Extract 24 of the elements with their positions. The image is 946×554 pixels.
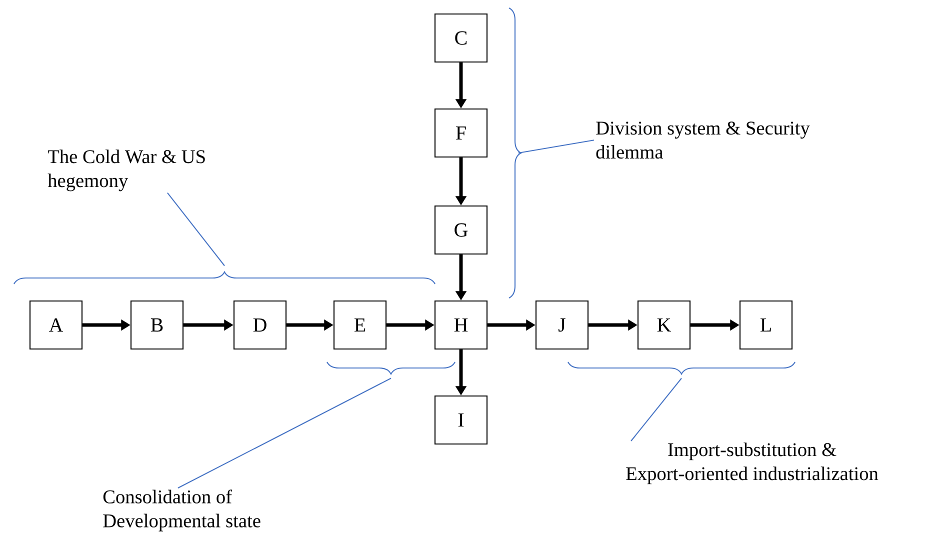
letter-box: K xyxy=(637,300,691,350)
letter-box: B xyxy=(130,300,184,350)
letter-box: A xyxy=(29,300,83,350)
letter-box: G xyxy=(434,205,488,255)
leader-line xyxy=(630,378,682,442)
letter-box: C xyxy=(434,13,488,63)
letter-box: E xyxy=(333,300,387,350)
leader-line xyxy=(518,140,594,154)
annotation-text: Import-substitution & Export-oriented industrialization xyxy=(626,442,878,484)
leader-line xyxy=(178,378,392,488)
leader-line xyxy=(167,192,225,266)
curly-brace xyxy=(568,362,796,375)
annotation-text: Division system & Security dilemma xyxy=(596,122,810,159)
letter-box: I xyxy=(434,395,488,445)
curly-brace xyxy=(14,271,436,284)
curly-brace xyxy=(508,8,522,298)
letter-box: D xyxy=(233,300,287,350)
annotation-text: Consolidation of Developmental state xyxy=(103,490,260,532)
letter-box: F xyxy=(434,108,488,158)
curly-brace xyxy=(326,362,456,375)
annotation-text: The Cold War & US hegemony xyxy=(48,150,205,192)
letter-box: H xyxy=(434,300,488,350)
letter-box: J xyxy=(535,300,589,350)
letter-box: L xyxy=(739,300,793,350)
